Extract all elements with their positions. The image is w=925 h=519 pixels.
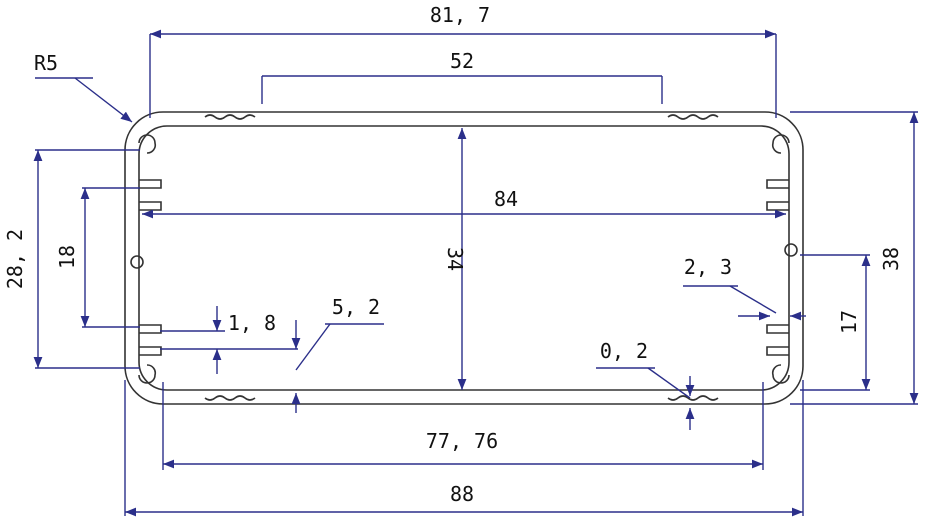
- label-88: 88: [450, 482, 474, 506]
- top-ridge-left: [204, 114, 256, 120]
- bottom-ridge-right: [667, 395, 719, 401]
- right-slot-3: [766, 324, 789, 334]
- label-18: 18: [55, 245, 79, 269]
- left-slot-1: [139, 179, 162, 189]
- label-0-2: 0, 2: [600, 339, 648, 363]
- right-slot-4: [766, 346, 789, 356]
- left-slot-3: [139, 324, 162, 334]
- 0-2-leader: [647, 367, 691, 399]
- dimension-labels: 81, 7 52 R5 84 28, 2 18 34 38 2, 3 17 1,…: [3, 3, 903, 506]
- outer-shell: [124, 111, 804, 405]
- left-side-groove: [130, 255, 144, 269]
- label-2-3: 2, 3: [684, 255, 732, 279]
- label-28-2: 28, 2: [3, 229, 27, 289]
- inner-shell: [138, 125, 790, 391]
- 5-2-leader: [295, 323, 331, 371]
- left-slot-2: [139, 201, 162, 211]
- label-52: 52: [450, 49, 474, 73]
- label-38: 38: [879, 247, 903, 271]
- label-17: 17: [837, 310, 861, 334]
- right-side-groove: [784, 243, 798, 257]
- right-slot-2: [766, 201, 789, 211]
- label-r5: R5: [34, 51, 58, 75]
- bottom-ridge-left: [204, 395, 256, 401]
- top-ridge-right: [667, 114, 719, 120]
- right-slot-1: [766, 179, 789, 189]
- label-1-8: 1, 8: [228, 311, 276, 335]
- label-34: 34: [443, 247, 467, 271]
- 2-3-leader: [729, 285, 777, 314]
- left-screw-boss-top: [138, 134, 157, 154]
- label-77-76: 77, 76: [426, 429, 498, 453]
- label-84: 84: [494, 187, 518, 211]
- right-screw-boss-bottom: [771, 364, 790, 384]
- profile-outline: [124, 111, 804, 405]
- right-screw-boss-top: [771, 134, 790, 154]
- r5-leader: [74, 77, 133, 123]
- label-81-7: 81, 7: [430, 3, 490, 27]
- label-5-2: 5, 2: [332, 295, 380, 319]
- dimension-lines: [33, 29, 919, 517]
- left-slot-4: [139, 346, 162, 356]
- left-screw-boss-bottom: [138, 364, 157, 384]
